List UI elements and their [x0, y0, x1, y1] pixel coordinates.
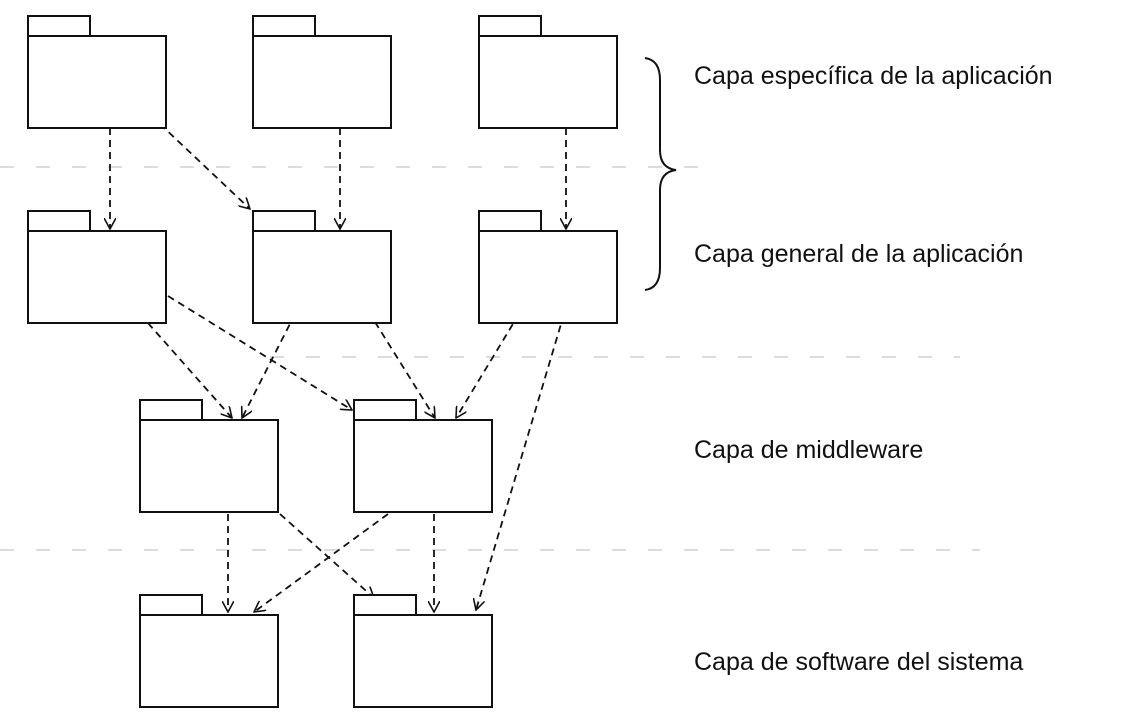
package-tab — [139, 594, 203, 616]
package-body — [478, 35, 618, 129]
package-system-2 — [353, 594, 493, 708]
dependency-arrow-middleware-1-to-system-2 — [279, 513, 374, 598]
packages — [27, 15, 618, 708]
layer-label-application-specific: Capa específica de la aplicación — [694, 62, 1053, 90]
package-body — [252, 230, 392, 324]
dependency-arrow-middleware-2-to-system-1 — [254, 513, 389, 612]
package-body — [139, 614, 279, 708]
package-body — [27, 230, 167, 324]
package-body — [478, 230, 618, 324]
layer-label-middleware: Capa de middleware — [694, 436, 924, 464]
package-general-1 — [27, 210, 167, 324]
package-general-2 — [252, 210, 392, 324]
layer-label-system-software: Capa de software del sistema — [694, 648, 1024, 676]
dependency-arrow-general-3-to-system-2 — [476, 313, 565, 610]
package-body — [353, 419, 493, 513]
package-tab — [139, 399, 203, 421]
package-tab — [27, 210, 91, 232]
package-body — [139, 419, 279, 513]
package-specific-3 — [478, 15, 618, 129]
package-tab — [27, 15, 91, 37]
package-body — [353, 614, 493, 708]
package-general-3 — [478, 210, 618, 324]
package-tab — [478, 210, 542, 232]
layer-separators — [0, 166, 980, 551]
dependency-arrow-general-1-to-middleware-2 — [167, 295, 352, 410]
package-middleware-2 — [353, 399, 493, 513]
package-tab — [252, 210, 316, 232]
package-tab — [353, 594, 417, 616]
package-tab — [252, 15, 316, 37]
package-middleware-1 — [139, 399, 279, 513]
package-specific-2 — [252, 15, 392, 129]
dependency-arrow-general-3-to-middleware-2 — [456, 313, 520, 418]
package-body — [252, 35, 392, 129]
package-body — [27, 35, 167, 129]
package-tab — [478, 15, 542, 37]
dependency-arrows — [110, 123, 566, 612]
dependency-arrow-specific-1-to-general-2 — [159, 123, 250, 209]
layer-label-application-general: Capa general de la aplicación — [694, 240, 1024, 268]
dependency-arrow-general-2-to-middleware-1 — [242, 313, 296, 418]
package-tab — [353, 399, 417, 421]
package-specific-1 — [27, 15, 167, 129]
layer-group-brace — [644, 57, 677, 291]
dependency-arrow-general-2-to-middleware-2 — [374, 321, 435, 418]
package-system-1 — [139, 594, 279, 708]
